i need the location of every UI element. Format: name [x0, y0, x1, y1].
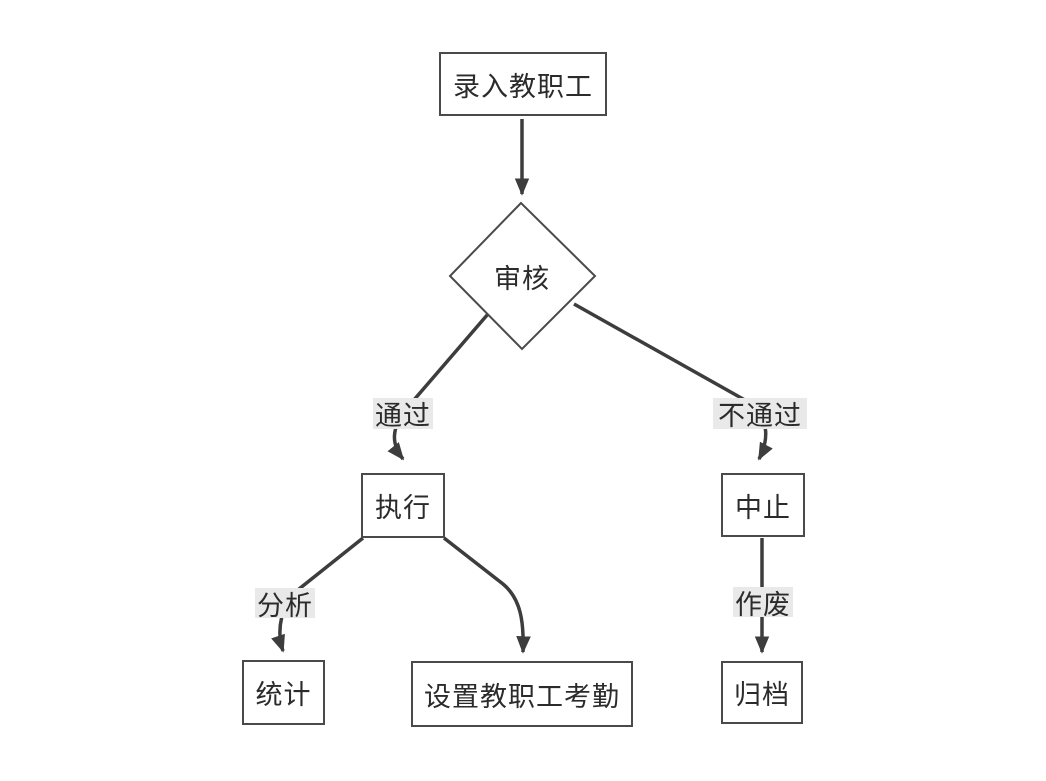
edge-label-pass-text: 通过 — [375, 401, 431, 431]
node-stats: 统计 — [242, 660, 325, 725]
node-start-label: 录入教职工 — [453, 71, 593, 102]
node-archive: 归档 — [721, 661, 803, 724]
edge-review-abort — [573, 302, 773, 461]
edge-label-void-text: 作废 — [735, 589, 791, 620]
edge-label-pass: 通过 — [373, 398, 433, 431]
node-abort: 中止 — [721, 473, 805, 537]
node-execute-label: 执行 — [375, 493, 431, 523]
node-start: 录入教职工 — [439, 52, 607, 116]
edge-label-fail-text: 不通过 — [718, 401, 802, 431]
edge-label-analyze: 分析 — [255, 588, 315, 621]
edge-review-execute — [387, 312, 490, 461]
edge-label-fail: 不通过 — [713, 398, 807, 431]
node-execute: 执行 — [361, 473, 445, 538]
node-stats-label: 统计 — [255, 680, 312, 710]
edge-label-analyze-text: 分析 — [257, 590, 313, 621]
node-review: 审核 — [451, 258, 593, 294]
edge-execute-attendance — [442, 536, 531, 654]
decision-review-shape — [448, 201, 597, 351]
node-review-label: 审核 — [494, 263, 550, 294]
edge-label-void: 作废 — [733, 587, 793, 620]
node-attendance: 设置教职工考勤 — [411, 661, 633, 727]
node-abort-label: 中止 — [735, 492, 791, 523]
node-attendance-label: 设置教职工考勤 — [424, 681, 620, 712]
node-archive-label: 归档 — [734, 680, 790, 710]
